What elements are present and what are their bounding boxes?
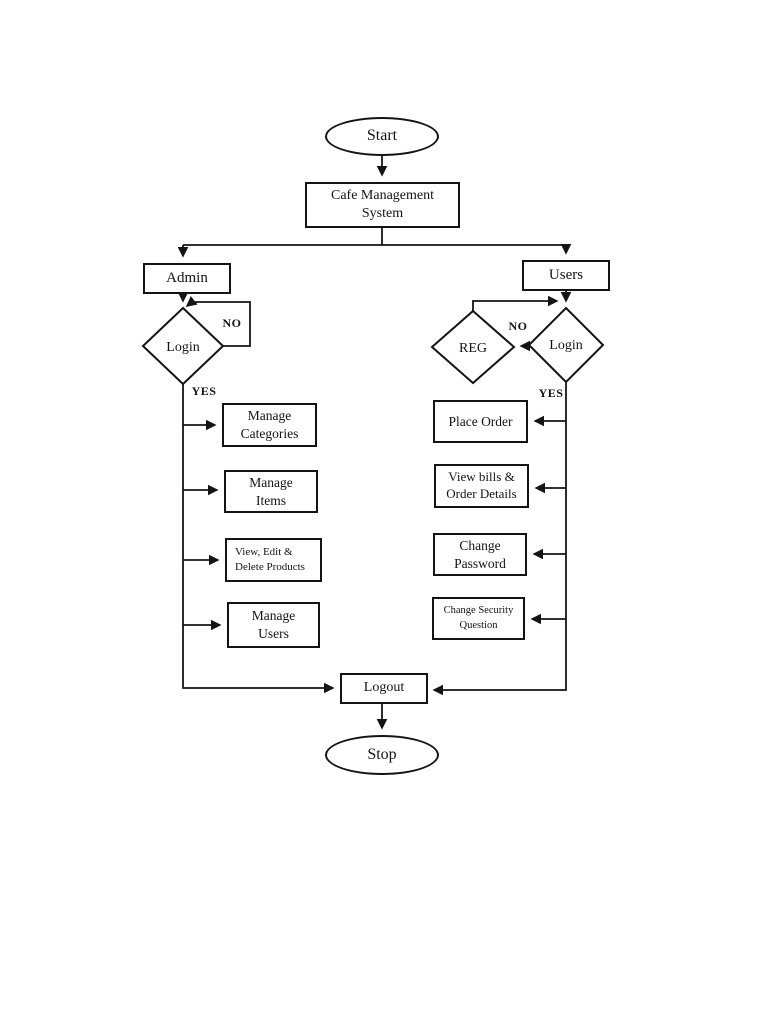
node-logout: Logout xyxy=(340,673,428,704)
edge-label-users-no: NO xyxy=(508,319,528,333)
node-label-line: System xyxy=(361,206,404,221)
node-label-line: Question xyxy=(459,619,498,631)
edge-label-users-yes: YES xyxy=(538,386,564,400)
node-place-order: Place Order xyxy=(433,400,528,443)
decision-label-reg: REG xyxy=(459,341,487,356)
node-label-line: View, Edit & xyxy=(235,546,293,559)
node-label-line: Password xyxy=(454,555,506,571)
node-label-line: Change xyxy=(459,537,501,553)
node-label-line: Manage xyxy=(249,474,293,490)
node-manage-items: Manage Items xyxy=(224,470,318,513)
node-manage-categories: Manage Categories xyxy=(222,403,317,447)
decision-reg xyxy=(430,309,516,385)
node-change-password: Change Password xyxy=(433,533,527,576)
node-view-edit-delete-products: View, Edit & Delete Products xyxy=(225,538,322,582)
node-label-line: Categories xyxy=(240,426,299,441)
node-admin: Admin xyxy=(143,263,231,294)
connector-admin-yes-to-logout xyxy=(182,384,335,694)
node-view-bills-order-details: View bills & Order Details xyxy=(434,464,529,508)
decision-label-users-login: Login xyxy=(549,338,583,353)
node-start: Start xyxy=(325,117,439,156)
edge-label-admin-yes: YES xyxy=(191,384,217,398)
node-cafe-management-system: Cafe Management System xyxy=(305,182,460,228)
decision-label-admin-login: Login xyxy=(166,340,200,355)
node-manage-users: Manage Users xyxy=(227,602,320,648)
node-label-line: Cafe Management xyxy=(330,187,434,203)
connector-admin-login-no-loop xyxy=(185,296,251,347)
node-label-line: Delete Products xyxy=(235,561,305,573)
node-label-line: Items xyxy=(256,492,286,508)
decision-admin-login xyxy=(141,306,225,386)
edge-label-admin-no: NO xyxy=(222,316,242,330)
node-label-line: Manage xyxy=(247,408,292,424)
node-label-line: View bills & xyxy=(448,469,515,485)
decision-users-login xyxy=(527,306,605,384)
node-users: Users xyxy=(522,260,610,291)
node-label-line: Manage xyxy=(251,608,296,624)
node-label-line: Change Security xyxy=(443,604,514,616)
connector-reg-loop xyxy=(472,295,559,311)
node-change-security-question: Change Security Question xyxy=(432,597,525,640)
node-label-line: Order Details xyxy=(446,486,517,501)
connector-users-yes-to-logout xyxy=(432,382,567,696)
node-stop: Stop xyxy=(325,735,439,775)
node-label-line: Users xyxy=(258,626,289,641)
